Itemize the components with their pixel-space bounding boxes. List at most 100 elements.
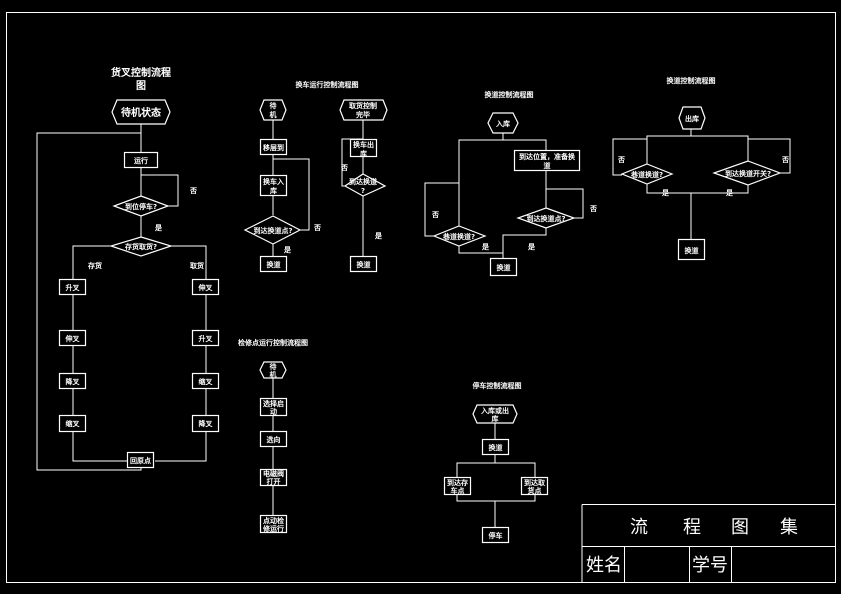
shuttle-step-b1-text-2: 库 bbox=[360, 149, 367, 158]
fork-return-node bbox=[126, 451, 155, 469]
park-start-text: 入库或出 bbox=[480, 406, 509, 415]
inspection-step-text: 选向 bbox=[267, 435, 281, 444]
fork-stop-decision-text: 到位停车? bbox=[125, 202, 157, 211]
fetch-step: 缩叉 bbox=[199, 377, 214, 386]
park-step bbox=[481, 438, 510, 456]
store-step: 缩叉 bbox=[66, 419, 81, 428]
park-end-text: 停车 bbox=[489, 531, 503, 540]
lane-in-end-text: 换道 bbox=[497, 263, 511, 272]
park-left-text: 到达存 bbox=[447, 478, 468, 487]
lane-out-no-left: 否 bbox=[617, 156, 625, 164]
shuttle-decision-b-text-2: ? bbox=[361, 187, 365, 195]
inspection-step-text: 电磁阀 bbox=[263, 469, 284, 478]
lane-in-decision-right bbox=[516, 207, 576, 229]
fork-store-steps: 升叉 伸叉 降叉 缩叉 bbox=[58, 278, 87, 433]
inspection-chart-title: 检修点运行控制流程图 bbox=[238, 338, 308, 347]
store-step: 伸叉 bbox=[65, 334, 81, 343]
lane-out-start-text: 出库 bbox=[685, 114, 699, 123]
store-step: 降叉 bbox=[66, 377, 81, 386]
lane-out-decision-left-text: 巷道换道? bbox=[630, 170, 663, 179]
fork-control-flowchart: 货叉控制流程 图 待机状态 运行 到位停车? 否 是 存货取货? 存货 取货 升… bbox=[36, 66, 220, 471]
shuttle-step-b1 bbox=[349, 138, 378, 158]
lane-out-decision-right-text: 到达换道开关? bbox=[725, 169, 771, 178]
fork-fetch-steps: 伸叉 升叉 缩叉 降叉 bbox=[191, 278, 220, 433]
shuttle-decision-a-text: 到达换道点? bbox=[253, 226, 292, 235]
lane-out-no-right: 否 bbox=[781, 156, 789, 164]
shuttle-end-b bbox=[349, 255, 378, 273]
shuttle-step-a1 bbox=[259, 138, 288, 156]
fork-mode-decision bbox=[109, 236, 173, 257]
park-step-text: 换道 bbox=[489, 443, 503, 452]
shuttle-no-a: 否 bbox=[313, 224, 321, 232]
lane-in-yes-left: 是 bbox=[481, 242, 490, 251]
park-left-text-2: 车点 bbox=[451, 486, 465, 495]
lane-out-yes-left: 是 bbox=[661, 188, 670, 197]
title-block: 流 程 图 集 姓名 学号 bbox=[581, 504, 836, 582]
shuttle-start-b-node bbox=[339, 99, 388, 121]
lane-in-step-text-2: 道 bbox=[544, 161, 551, 170]
drawing-frame bbox=[6, 12, 836, 583]
park-start-text-2: 库 bbox=[492, 414, 499, 423]
shuttle-decision-a bbox=[243, 215, 302, 245]
lane-in-step-text: 到达位置，准备换 bbox=[519, 152, 576, 161]
shuttle-step-a2-text-2: 库 bbox=[270, 186, 277, 195]
lane-out-connectors bbox=[612, 129, 791, 239]
shuttle-no-b: 否 bbox=[340, 164, 348, 172]
shuttle-decision-b bbox=[343, 173, 387, 197]
lane-in-step bbox=[513, 149, 581, 172]
lane-out-decision-right bbox=[712, 160, 782, 186]
inspection-step-text: 点动检 bbox=[263, 516, 284, 525]
park-left-node bbox=[443, 476, 472, 496]
fork-start-node bbox=[111, 99, 171, 125]
inspection-step-text: 打开 bbox=[267, 477, 281, 486]
park-connectors bbox=[456, 423, 536, 527]
park-right-node bbox=[520, 476, 549, 496]
fork-chart-title: 货叉控制流程 bbox=[111, 66, 171, 79]
fork-stop-decision bbox=[112, 195, 170, 217]
lane-in-chart-title: 换道控制流程图 bbox=[485, 90, 534, 99]
shuttle-start-a-text-2: 机 bbox=[270, 110, 277, 119]
lane-in-decision-left bbox=[432, 225, 487, 247]
inspection-step-text: 修运行 bbox=[262, 524, 284, 533]
inspection-step bbox=[259, 468, 288, 487]
fork-fetch-label: 取货 bbox=[190, 261, 204, 270]
name-label: 姓名 bbox=[586, 555, 622, 576]
fork-yes-label: 是 bbox=[154, 223, 163, 232]
fork-run-text: 运行 bbox=[134, 156, 148, 165]
park-start-node bbox=[472, 404, 518, 424]
fetch-step: 升叉 bbox=[199, 334, 214, 343]
title-char-2: 程 bbox=[683, 517, 701, 538]
fork-store-label: 存货 bbox=[88, 261, 102, 270]
lane-in-no-right: 否 bbox=[589, 205, 597, 213]
lane-out-end bbox=[677, 238, 706, 261]
title-char-3: 图 bbox=[731, 517, 749, 538]
lane-out-yes-right: 是 bbox=[725, 188, 734, 197]
lane-change-inbound-flowchart: 换道控制流程图 入库 到达位置，准备换 道 到达换道点? 巷道换道? 否 否 是… bbox=[424, 90, 597, 277]
fork-chart-connectors bbox=[36, 124, 207, 471]
shuttle-chart-title: 换车运行控制流程图 bbox=[296, 80, 359, 89]
shuttle-end-b-text: 换道 bbox=[357, 260, 371, 269]
fork-return-text: 回原点 bbox=[130, 456, 151, 465]
inspection-step-text: 动 bbox=[270, 407, 277, 416]
inspection-step bbox=[259, 430, 288, 448]
shuttle-end-a bbox=[259, 255, 288, 273]
fork-chart-title-2: 图 bbox=[136, 80, 146, 92]
shuttle-step-a2-text: 换车入 bbox=[263, 177, 284, 186]
parking-flowchart: 停车控制流程图 入库或出 库 换道 到达存 车点 到达取 货点 停车 bbox=[443, 381, 549, 544]
title-char-1: 流 bbox=[630, 517, 648, 538]
lane-in-decision-left-text: 巷道换道? bbox=[442, 232, 475, 241]
shuttle-chart-connectors bbox=[272, 120, 364, 257]
lane-out-chart-title: 换道控制流程图 bbox=[667, 76, 716, 85]
park-right-text: 到达取 bbox=[524, 478, 546, 487]
lane-in-no-left: 否 bbox=[431, 211, 439, 219]
park-end bbox=[481, 526, 510, 544]
park-chart-title: 停车控制流程图 bbox=[473, 381, 522, 390]
fork-no-label: 否 bbox=[189, 187, 197, 195]
park-right-text-2: 货点 bbox=[527, 486, 542, 495]
lane-out-decision-left bbox=[620, 163, 674, 185]
title-block-lines bbox=[581, 504, 836, 582]
shuttle-step-a1-text: 移层到 bbox=[263, 143, 284, 152]
fetch-step: 伸叉 bbox=[198, 283, 214, 292]
shuttle-start-b-text-2: 完毕 bbox=[356, 110, 370, 119]
